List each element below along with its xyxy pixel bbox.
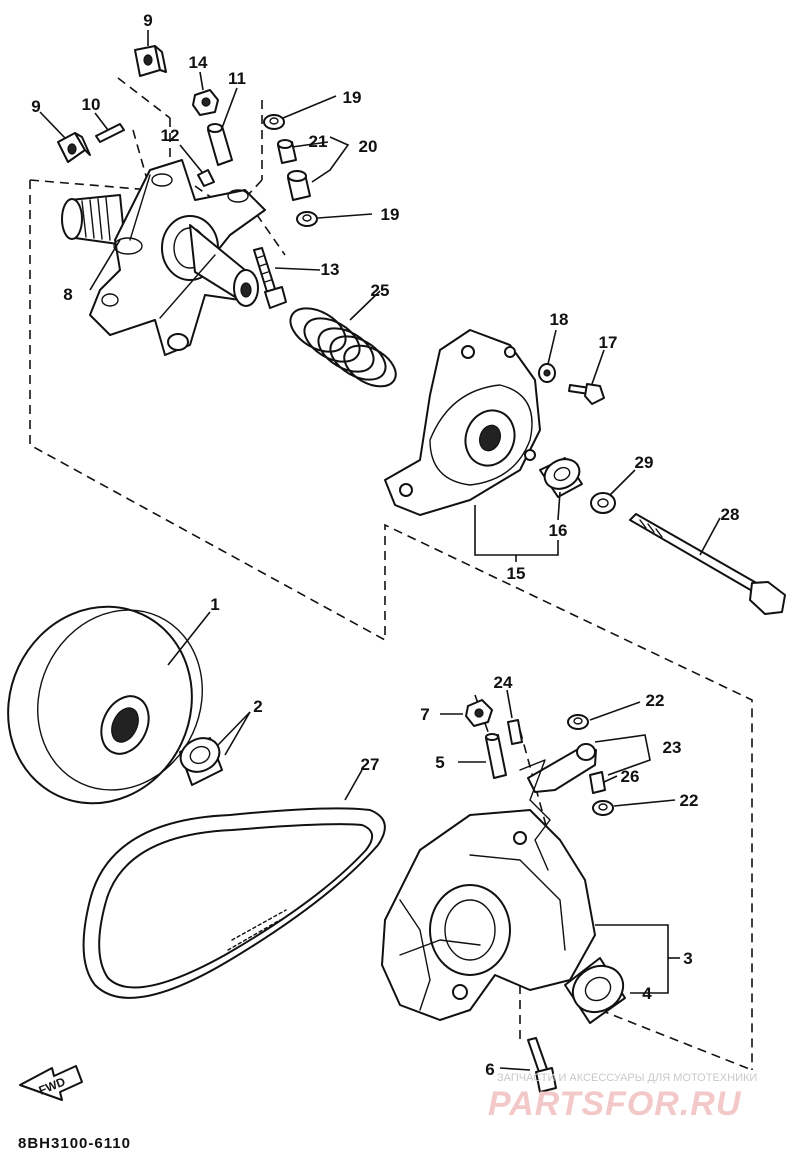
callout-7: 7 <box>420 705 429 724</box>
slider-part-lower <box>57 132 91 163</box>
washer-part-22-upper <box>567 714 589 730</box>
assembly-guide-lines <box>29 77 753 1071</box>
roller-part-20 <box>287 170 311 201</box>
fwd-arrow-icon: FWD <box>19 1065 83 1101</box>
collar-part-11 <box>207 123 233 166</box>
watermark: ЗАПЧАСТИ И АКСЕССУАРЫ ДЛЯ МОТОТЕХНИКИ PA… <box>488 1072 757 1123</box>
callout-3: 3 <box>683 949 692 968</box>
bearing-part-4 <box>564 957 626 1024</box>
callout-5: 5 <box>435 753 444 772</box>
callout-19-upper: 19 <box>343 88 362 107</box>
callout-6: 6 <box>485 1060 494 1079</box>
pin-part-12 <box>197 169 215 187</box>
washer-part-18 <box>538 363 556 383</box>
primary-sheave-spider-part <box>61 159 266 356</box>
callout-11: 11 <box>228 69 246 88</box>
nut-part-7 <box>465 699 493 727</box>
cover-assembly-part-15 <box>384 329 541 516</box>
washer-part-19-lower <box>296 211 318 227</box>
callout-10: 10 <box>82 95 101 114</box>
diagram-code: 8BH3100-6110 <box>18 1135 131 1152</box>
watermark-tagline: ЗАПЧАСТИ И АКСЕССУАРЫ ДЛЯ МОТОТЕХНИКИ <box>497 1072 757 1084</box>
washer-part-29 <box>590 492 616 514</box>
pin-part-10 <box>95 123 125 143</box>
watermark-logo: PARTSFOR.RU <box>488 1085 742 1123</box>
callout-26: 25 <box>371 281 390 300</box>
callout-16: 16 <box>549 521 568 540</box>
callout-2: 2 <box>253 697 262 716</box>
callout-1: 1 <box>210 595 219 614</box>
callout-9-upper: 9 <box>143 11 152 30</box>
bushing-part-21 <box>277 139 297 164</box>
callout-labels: 9 9 10 14 11 12 19 21 20 19 8 13 25 18 1… <box>31 11 739 1079</box>
nut-part-14 <box>192 89 219 116</box>
collar-part-5 <box>485 733 507 779</box>
callout-8: 8 <box>63 285 72 304</box>
callout-20: 20 <box>359 137 378 156</box>
callout-9-lower: 9 <box>31 97 40 116</box>
callout-13: 13 <box>321 260 340 279</box>
housing-part-3 <box>381 809 596 1021</box>
spacer-part-2 <box>179 737 223 786</box>
v-belt-part-27 <box>82 807 386 999</box>
slider-part-upper <box>134 45 167 77</box>
callout-21: 21 <box>309 132 328 151</box>
callout-22-lower: 22 <box>680 791 699 810</box>
long-bolt-part-28 <box>629 513 786 615</box>
callout-15: 15 <box>507 564 526 583</box>
callout-17: 17 <box>599 333 618 352</box>
bolt-part-13 <box>253 247 287 309</box>
fixed-sheave-part-1 <box>7 605 203 805</box>
roller-part-24 <box>589 771 606 794</box>
callout-27: 27 <box>361 755 380 774</box>
screw-part-17 <box>568 383 605 405</box>
callout-22-upper: 22 <box>646 691 665 710</box>
callout-25: 24 <box>494 673 513 692</box>
callout-18: 18 <box>550 310 569 329</box>
callout-19-lower: 19 <box>381 205 400 224</box>
callout-14: 14 <box>189 53 208 72</box>
callout-28: 28 <box>721 505 740 524</box>
callout-23: 23 <box>663 738 682 757</box>
bolt-part-6 <box>527 1037 557 1093</box>
weight-arm-part-23 <box>527 743 597 793</box>
washer-part-19-upper <box>263 114 285 130</box>
spring-part-26 <box>289 307 397 388</box>
callout-24: 26 <box>621 767 640 786</box>
callout-29: 29 <box>635 453 654 472</box>
callout-4: 4 <box>642 984 652 1003</box>
bushing-part-16 <box>539 457 583 498</box>
leader-lines <box>39 30 721 1071</box>
washer-part-22-lower <box>592 800 614 816</box>
pin-part-25 <box>507 719 523 745</box>
callout-12: 12 <box>161 126 180 145</box>
break-line <box>519 759 551 871</box>
